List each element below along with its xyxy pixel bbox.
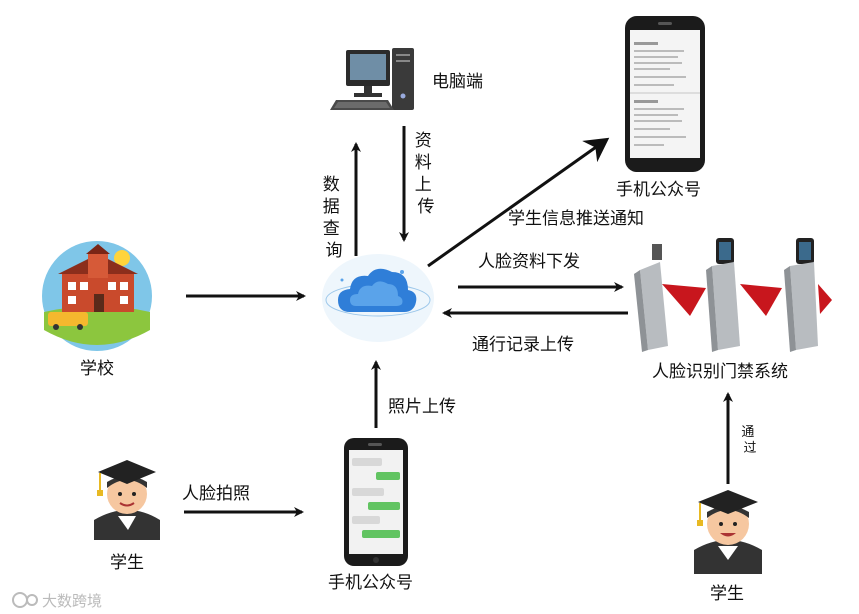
- edge-label-face-photo: 人脸拍照: [182, 484, 250, 504]
- edge-char: 过: [743, 441, 756, 456]
- svg-text:资 料 上 传: 资 料 上 传: [415, 131, 437, 217]
- svg-text:通 过: 通 过: [741, 425, 758, 456]
- svg-text:数 据 查 询: 数 据 查 询: [323, 175, 345, 261]
- arrow-push-notice: [427, 137, 610, 268]
- edge-char: 询: [326, 241, 343, 261]
- phone-top-label: 手机公众号: [616, 180, 701, 200]
- phone-bottom-label: 手机公众号: [328, 573, 413, 593]
- edge-label-push-notice: 学生信息推送通知: [508, 209, 644, 229]
- edge-char: 传: [418, 197, 435, 217]
- school-icon: [42, 241, 152, 351]
- edge-char: 查: [323, 219, 340, 239]
- edge-char: 通: [741, 425, 754, 440]
- edge-label-photo-upload: 照片上传: [388, 397, 456, 417]
- edge-char: 上: [415, 175, 432, 195]
- edge-label-data-upload: 资 料 上 传: [415, 131, 437, 217]
- edge-label-pass: 通 过: [741, 425, 758, 456]
- edge-char: 料: [415, 153, 432, 173]
- phone-top-icon: [625, 16, 705, 172]
- watermark-text: 大数跨境: [42, 592, 102, 610]
- edge-char: 据: [323, 197, 340, 217]
- edge-label-data-query: 数 据 查 询: [323, 175, 345, 261]
- student-left-icon: [94, 460, 160, 540]
- computer-icon: [330, 48, 414, 110]
- student-right-label: 学生: [710, 584, 744, 604]
- gate-system-icon: [634, 238, 832, 352]
- school-label: 学校: [80, 359, 114, 379]
- computer-label: 电脑端: [432, 72, 483, 92]
- edge-char: 资: [415, 131, 432, 151]
- edge-char: 数: [323, 175, 340, 195]
- cloud-icon: [322, 254, 434, 342]
- phone-bottom-icon: [344, 438, 408, 566]
- watermark: 大数跨境: [12, 592, 102, 610]
- edge-label-record-upload: 通行记录上传: [472, 335, 574, 355]
- student-left-label: 学生: [110, 553, 144, 573]
- student-right-icon: [694, 490, 762, 574]
- edge-label-face-download: 人脸资料下发: [478, 252, 580, 272]
- gate-system-label: 人脸识别门禁系统: [652, 362, 788, 382]
